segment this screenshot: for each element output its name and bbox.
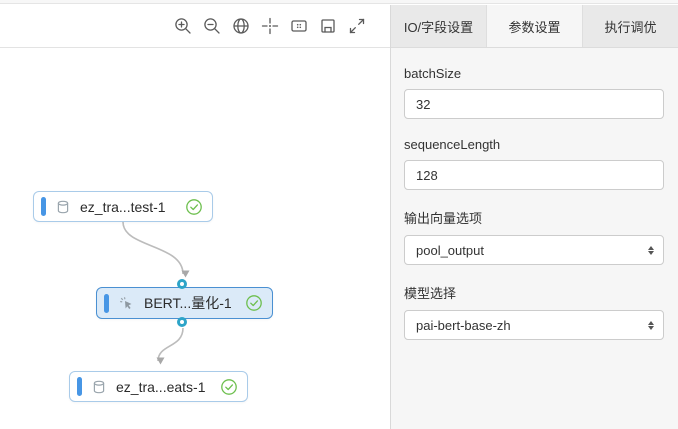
batch-size-label: batchSize: [404, 66, 462, 81]
globe-overview-icon[interactable]: [230, 15, 252, 37]
field-model-selection: 模型选择 pai-bert-base-zh: [404, 283, 664, 340]
window-top-strip: [0, 0, 678, 4]
center-focus-icon[interactable]: [259, 15, 281, 37]
node-dataset-source[interactable]: ez_tra...test-1: [33, 191, 213, 222]
select-stepper-icon: [648, 245, 654, 255]
node-type-bar: [41, 197, 46, 216]
status-success-icon: [220, 378, 238, 396]
node-label: BERT...量化-1: [144, 295, 232, 311]
output-port[interactable]: [176, 317, 187, 327]
settings-panel: IO/字段设置 参数设置 执行调优 batchSize sequenceLeng…: [390, 5, 678, 429]
tab-execution-tuning[interactable]: 执行调优: [583, 5, 678, 47]
settings-tabbar: IO/字段设置 参数设置 执行调优: [391, 5, 678, 48]
field-batch-size: batchSize: [404, 66, 664, 119]
zoom-in-icon[interactable]: [172, 15, 194, 37]
node-label: ez_tra...eats-1: [116, 378, 206, 395]
model-select-value: pai-bert-base-zh: [416, 317, 511, 333]
fit-selection-icon[interactable]: [317, 15, 339, 37]
database-icon: [91, 379, 107, 395]
sequence-length-label: sequenceLength: [404, 137, 501, 152]
database-icon: [55, 199, 71, 215]
node-type-bar: [77, 377, 82, 396]
select-stepper-icon: [648, 320, 654, 330]
zoom-out-icon[interactable]: [201, 15, 223, 37]
node-type-bar: [104, 293, 109, 313]
field-output-vector-option: 输出向量选项 pool_output: [404, 208, 664, 265]
minimap-icon[interactable]: [288, 15, 310, 37]
status-success-icon: [185, 198, 203, 216]
output-vector-select[interactable]: pool_output: [404, 235, 664, 265]
input-port[interactable]: [176, 279, 187, 289]
tab-parameter-settings[interactable]: 参数设置: [487, 5, 583, 47]
edge-node1-node2[interactable]: [122, 221, 190, 278]
field-sequence-length: sequenceLength: [404, 137, 664, 190]
edge-layer: [122, 221, 190, 365]
algorithm-cursor-icon: [118, 295, 135, 312]
status-success-icon: [245, 294, 263, 312]
dag-canvas[interactable]: ez_tra...test-1: [0, 48, 390, 428]
output-vector-select-value: pool_output: [416, 242, 484, 258]
tab-io-field-settings[interactable]: IO/字段设置: [391, 5, 487, 47]
batch-size-input[interactable]: [404, 89, 664, 119]
model-selection-label: 模型选择: [404, 286, 457, 301]
canvas-toolbar: [0, 5, 390, 48]
output-vector-option-label: 输出向量选项: [404, 211, 483, 226]
canvas-area: ez_tra...test-1: [0, 5, 390, 429]
sequence-length-input[interactable]: [404, 160, 664, 190]
parameter-form: batchSize sequenceLength 输出向量选项 pool_out…: [391, 48, 678, 340]
edge-node2-node3[interactable]: [156, 327, 184, 365]
node-label: ez_tra...test-1: [80, 198, 166, 215]
model-select[interactable]: pai-bert-base-zh: [404, 310, 664, 340]
node-bert-quantize[interactable]: BERT...量化-1: [96, 279, 273, 327]
node-dataset-output[interactable]: ez_tra...eats-1: [69, 371, 248, 402]
fullscreen-icon[interactable]: [346, 15, 368, 37]
